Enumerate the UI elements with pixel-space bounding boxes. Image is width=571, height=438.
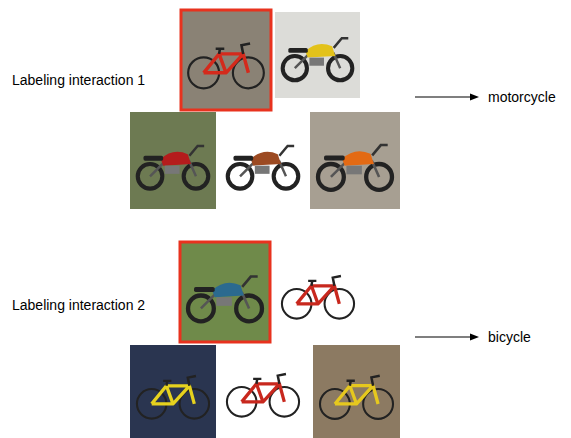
photo [313,345,400,438]
photo [130,112,216,209]
photo [130,345,216,438]
photo [181,10,271,110]
photo [275,245,361,340]
class-label: bicycle [488,329,531,345]
arrow [415,94,479,101]
arrow [415,334,479,341]
class-label: motorcycle [488,89,556,105]
photo [310,112,400,209]
photo [180,242,270,342]
photo [220,112,306,209]
photo [220,345,306,436]
interaction-label: Labeling interaction 1 [12,72,145,88]
interaction-label: Labeling interaction 2 [12,297,145,313]
photo [275,12,360,98]
